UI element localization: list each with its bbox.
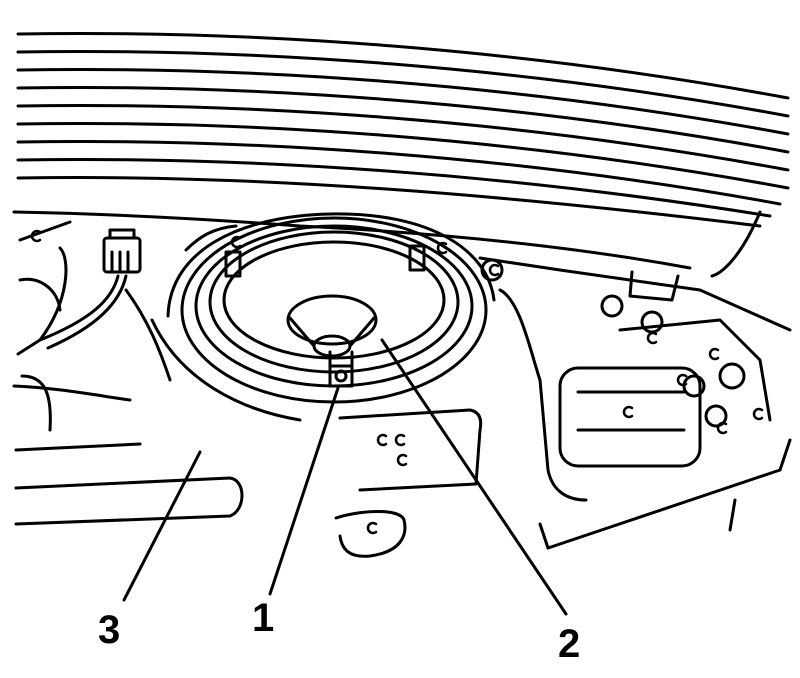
right-module [480, 258, 772, 502]
package-shelf-panel [12, 210, 792, 550]
lower-trim [14, 288, 302, 526]
clip-marks [30, 229, 764, 535]
leader-line-1 [268, 386, 340, 596]
callout-1: 1 [252, 596, 275, 640]
leader-lines [122, 338, 568, 616]
callout-2: 2 [558, 622, 581, 666]
leader-line-3 [122, 450, 202, 602]
callout-3: 3 [98, 608, 121, 652]
center-panel [334, 408, 483, 558]
wiring-connector [38, 228, 142, 350]
rear-window-lines [16, 31, 790, 228]
leader-line-2 [380, 338, 568, 616]
speaker-assembly [166, 212, 496, 404]
